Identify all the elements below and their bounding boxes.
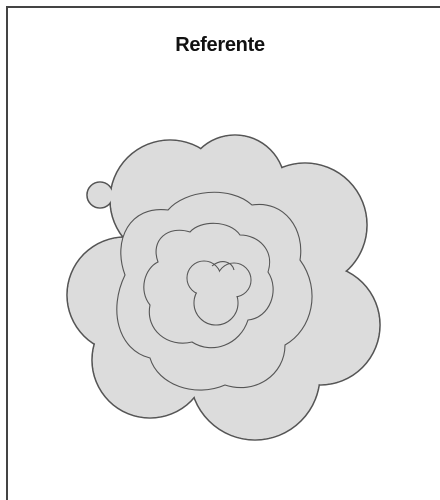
- rose-outline-diagram: [0, 0, 440, 500]
